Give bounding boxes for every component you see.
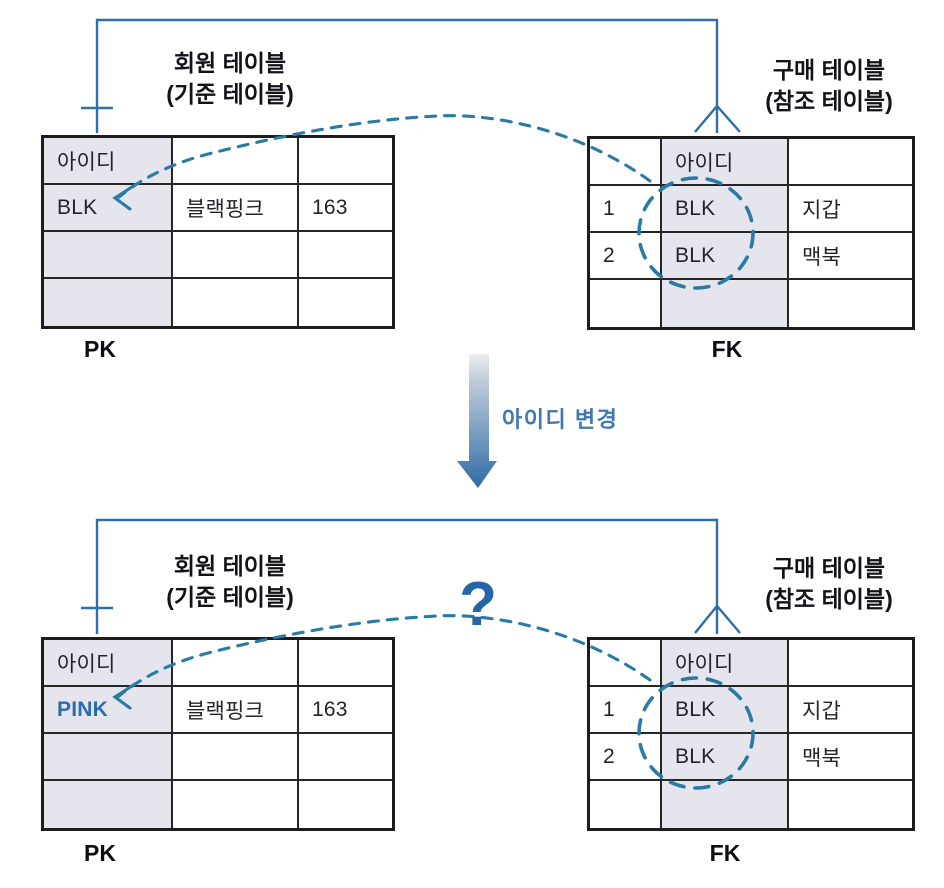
empty-header-cell	[299, 138, 392, 185]
purchase-table-title-line1: 구매 테이블	[772, 57, 886, 83]
empty-cell	[590, 280, 662, 327]
pk-label-before: PK	[84, 336, 116, 362]
purchase-item-cell: 지갑	[789, 186, 912, 233]
member-name-cell: 블랙핑크	[173, 687, 299, 734]
member-height-cell: 163	[299, 687, 392, 734]
purchase-table-title-line2: (참조 테이블)	[765, 586, 893, 612]
purchase-id-value-cell: BLK	[662, 687, 789, 734]
empty-cell	[44, 781, 173, 828]
member-height-cell: 163	[299, 185, 392, 232]
empty-cell	[590, 781, 662, 828]
member-table-title-line2: (기준 테이블)	[166, 81, 294, 107]
transition-label: 아이디 변경	[502, 407, 619, 432]
purchase-item-cell: 맥북	[789, 233, 912, 280]
empty-cell	[662, 280, 789, 327]
member-table-title-after: 회원 테이블 (기준 테이블)	[120, 551, 340, 613]
purchase-table-title-line1: 구매 테이블	[772, 555, 886, 581]
purchase-no-cell: 1	[590, 687, 662, 734]
empty-header-cell	[590, 139, 662, 186]
down-arrow-icon	[457, 354, 497, 488]
member-id-header-cell: 아이디	[44, 640, 173, 687]
purchase-item-cell: 지갑	[789, 687, 912, 734]
fk-label-after: FK	[709, 840, 741, 866]
empty-cell	[44, 279, 173, 326]
purchase-id-value-cell: BLK	[662, 233, 789, 280]
purchase-id-value-cell: BLK	[662, 734, 789, 781]
empty-cell	[44, 232, 173, 279]
purchase-no-cell: 2	[590, 233, 662, 280]
member-table-title-before: 회원 테이블 (기준 테이블)	[120, 48, 340, 110]
empty-cell	[173, 781, 299, 828]
empty-cell	[299, 734, 392, 781]
empty-header-cell	[173, 138, 299, 185]
purchase-table-after: 아이디 1 BLK 지갑 2 BLK 맥북	[587, 637, 915, 831]
member-table-title-line1: 회원 테이블	[173, 50, 287, 76]
empty-cell	[662, 781, 789, 828]
empty-cell	[299, 279, 392, 326]
member-table-title-line1: 회원 테이블	[173, 553, 287, 579]
empty-cell	[173, 279, 299, 326]
empty-cell	[299, 781, 392, 828]
purchase-table-title-after: 구매 테이블 (참조 테이블)	[719, 553, 939, 615]
purchase-item-cell: 맥북	[789, 734, 912, 781]
purchase-id-value-cell: BLK	[662, 186, 789, 233]
empty-header-cell	[590, 640, 662, 687]
empty-cell	[44, 734, 173, 781]
purchase-table-title-before: 구매 테이블 (참조 테이블)	[719, 55, 939, 117]
member-table-after: 아이디 PINK 블랙핑크 163	[41, 637, 395, 831]
member-table-title-line2: (기준 테이블)	[166, 584, 294, 610]
purchase-id-header-cell: 아이디	[662, 139, 789, 186]
fk-label-before: FK	[711, 336, 743, 362]
purchase-no-cell: 2	[590, 734, 662, 781]
empty-header-cell	[299, 640, 392, 687]
purchase-table-title-line2: (참조 테이블)	[765, 88, 893, 114]
member-table-before: 아이디 BLK 블랙핑크 163	[41, 135, 395, 329]
member-id-changed-cell: PINK	[44, 687, 173, 734]
empty-cell	[173, 232, 299, 279]
empty-header-cell	[789, 139, 912, 186]
purchase-no-cell: 1	[590, 186, 662, 233]
purchase-table-before: 아이디 1 BLK 지갑 2 BLK 맥북	[587, 136, 915, 330]
empty-cell	[299, 232, 392, 279]
purchase-id-header-cell: 아이디	[662, 640, 789, 687]
pk-label-after: PK	[84, 840, 116, 866]
empty-header-cell	[173, 640, 299, 687]
member-id-value-cell: BLK	[44, 185, 173, 232]
empty-cell	[789, 781, 912, 828]
empty-header-cell	[789, 640, 912, 687]
empty-cell	[789, 280, 912, 327]
empty-cell	[173, 734, 299, 781]
member-name-cell: 블랙핑크	[173, 185, 299, 232]
member-id-header-cell: 아이디	[44, 138, 173, 185]
question-mark: ?	[459, 570, 497, 639]
